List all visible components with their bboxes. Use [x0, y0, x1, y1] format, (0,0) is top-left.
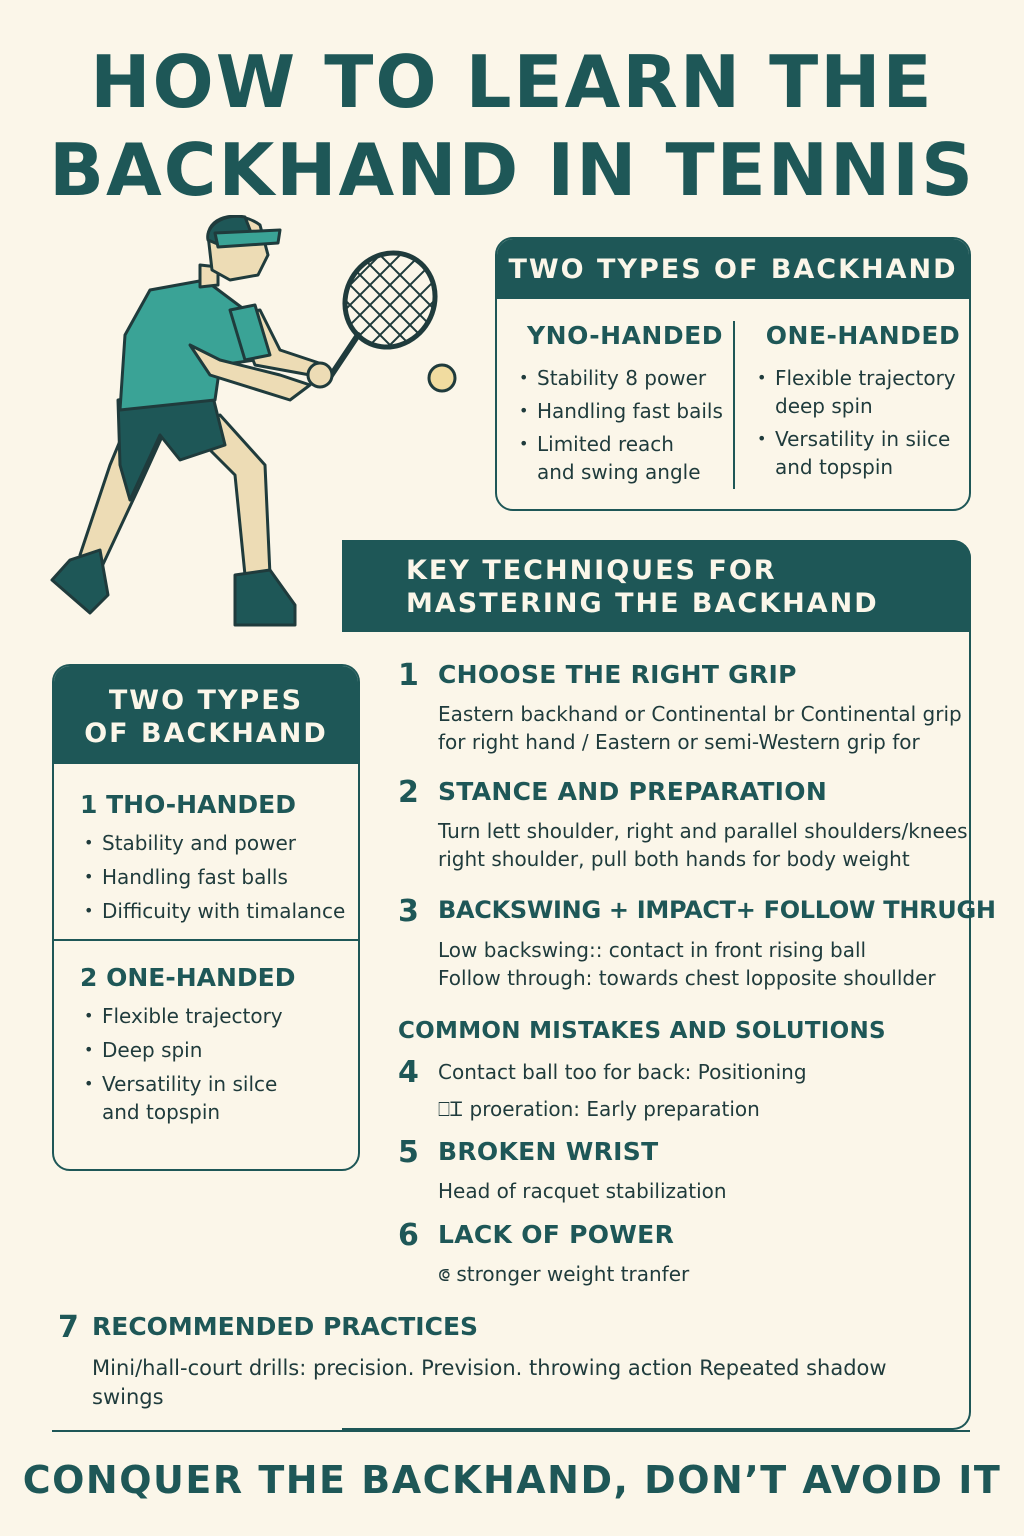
preparation-icon: ⎕Ꮖ	[438, 1097, 464, 1121]
bottom-divider	[52, 1430, 970, 1432]
two-handed-section: 1 THO-HANDED Stability and power Handlin…	[54, 764, 358, 925]
types-box-header: TWO TYPES OF BACKHAND	[497, 239, 969, 299]
racquet-icon	[325, 239, 450, 383]
common-mistakes-heading: COMMON MISTAKES AND SOLUTIONS	[398, 1018, 886, 1044]
left-types-box: TWO TYPES OF BACKHAND 1 THO-HANDED Stabi…	[52, 664, 360, 1171]
types-of-backhand-box: TWO TYPES OF BACKHAND YNO-HANDED Stabili…	[495, 237, 971, 511]
list-item: Handling fast balls	[80, 863, 358, 891]
key-techniques-box: KEY TECHNIQUES FOR MASTERING THE BACKHAN…	[342, 540, 971, 1430]
tennis-ball-icon	[427, 363, 457, 393]
section-title: 2 ONE-HANDED	[80, 963, 296, 992]
list-item: Handling fast bails	[519, 397, 731, 425]
left-box-header: TWO TYPES OF BACKHAND	[54, 666, 358, 764]
page-title: HOW TO LEARN THE BACKHAND IN TENNIS	[49, 40, 975, 212]
tennis-player-illustration	[50, 215, 457, 627]
two-handed-title: YNO-HANDED	[527, 321, 723, 350]
key-techniques-header: KEY TECHNIQUES FOR MASTERING THE BACKHAN…	[342, 540, 971, 632]
column-divider	[733, 321, 735, 489]
list-item: Difficuity with timalance	[80, 897, 358, 925]
list-item: Stability and power	[80, 829, 358, 857]
list-item: Flexible trajectory	[80, 1002, 358, 1030]
one-handed-section: 2 ONE-HANDED Flexible trajectory Deep sp…	[54, 941, 358, 1126]
section-divider	[54, 939, 358, 941]
footer-slogan: CONQUER THE BACKHAND, DON’T AVOID IT	[22, 1458, 1002, 1502]
one-handed-title: ONE-HANDED	[765, 321, 961, 350]
section-title: 1 THO-HANDED	[80, 790, 296, 819]
power-icon: ⟃	[438, 1262, 450, 1286]
list-item: Deep spin	[80, 1036, 358, 1064]
two-handed-column: YNO-HANDED Stability 8 power Handling fa…	[497, 321, 731, 486]
list-item: Stability 8 power	[519, 364, 731, 392]
